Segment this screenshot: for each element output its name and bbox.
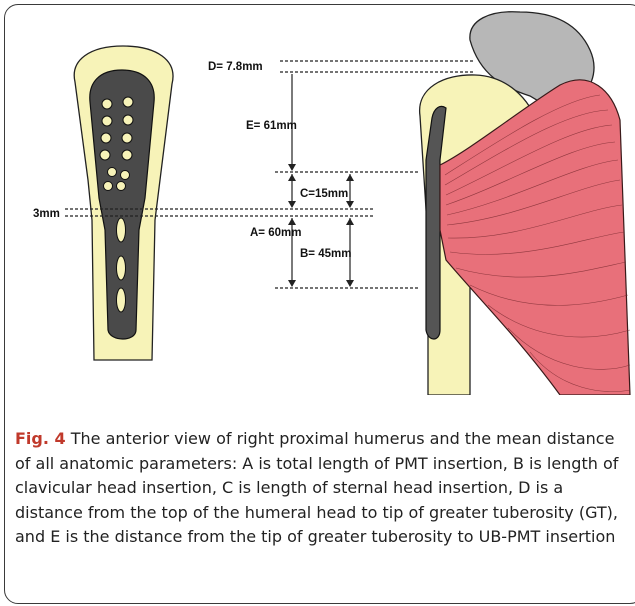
figure-illustration: D= 7.8mm E= 61mm C=15mm A= 60mm B= 45mm … <box>0 0 635 395</box>
right-shoulder-illustration <box>420 12 630 395</box>
dimension-arrowheads <box>288 164 354 287</box>
label-c: C=15mm <box>300 188 348 200</box>
caption-text: The anterior view of right proximal hume… <box>15 429 618 546</box>
label-gap: 3mm <box>33 208 60 220</box>
figure-caption: Fig. 4 The anterior view of right proxim… <box>15 427 627 550</box>
left-humerus-illustration <box>74 46 173 360</box>
caption-label: Fig. 4 <box>15 429 66 448</box>
label-e: E= 61mm <box>246 120 297 132</box>
label-b: B= 45mm <box>300 248 351 260</box>
label-d: D= 7.8mm <box>208 61 263 73</box>
label-a: A= 60mm <box>250 227 301 239</box>
